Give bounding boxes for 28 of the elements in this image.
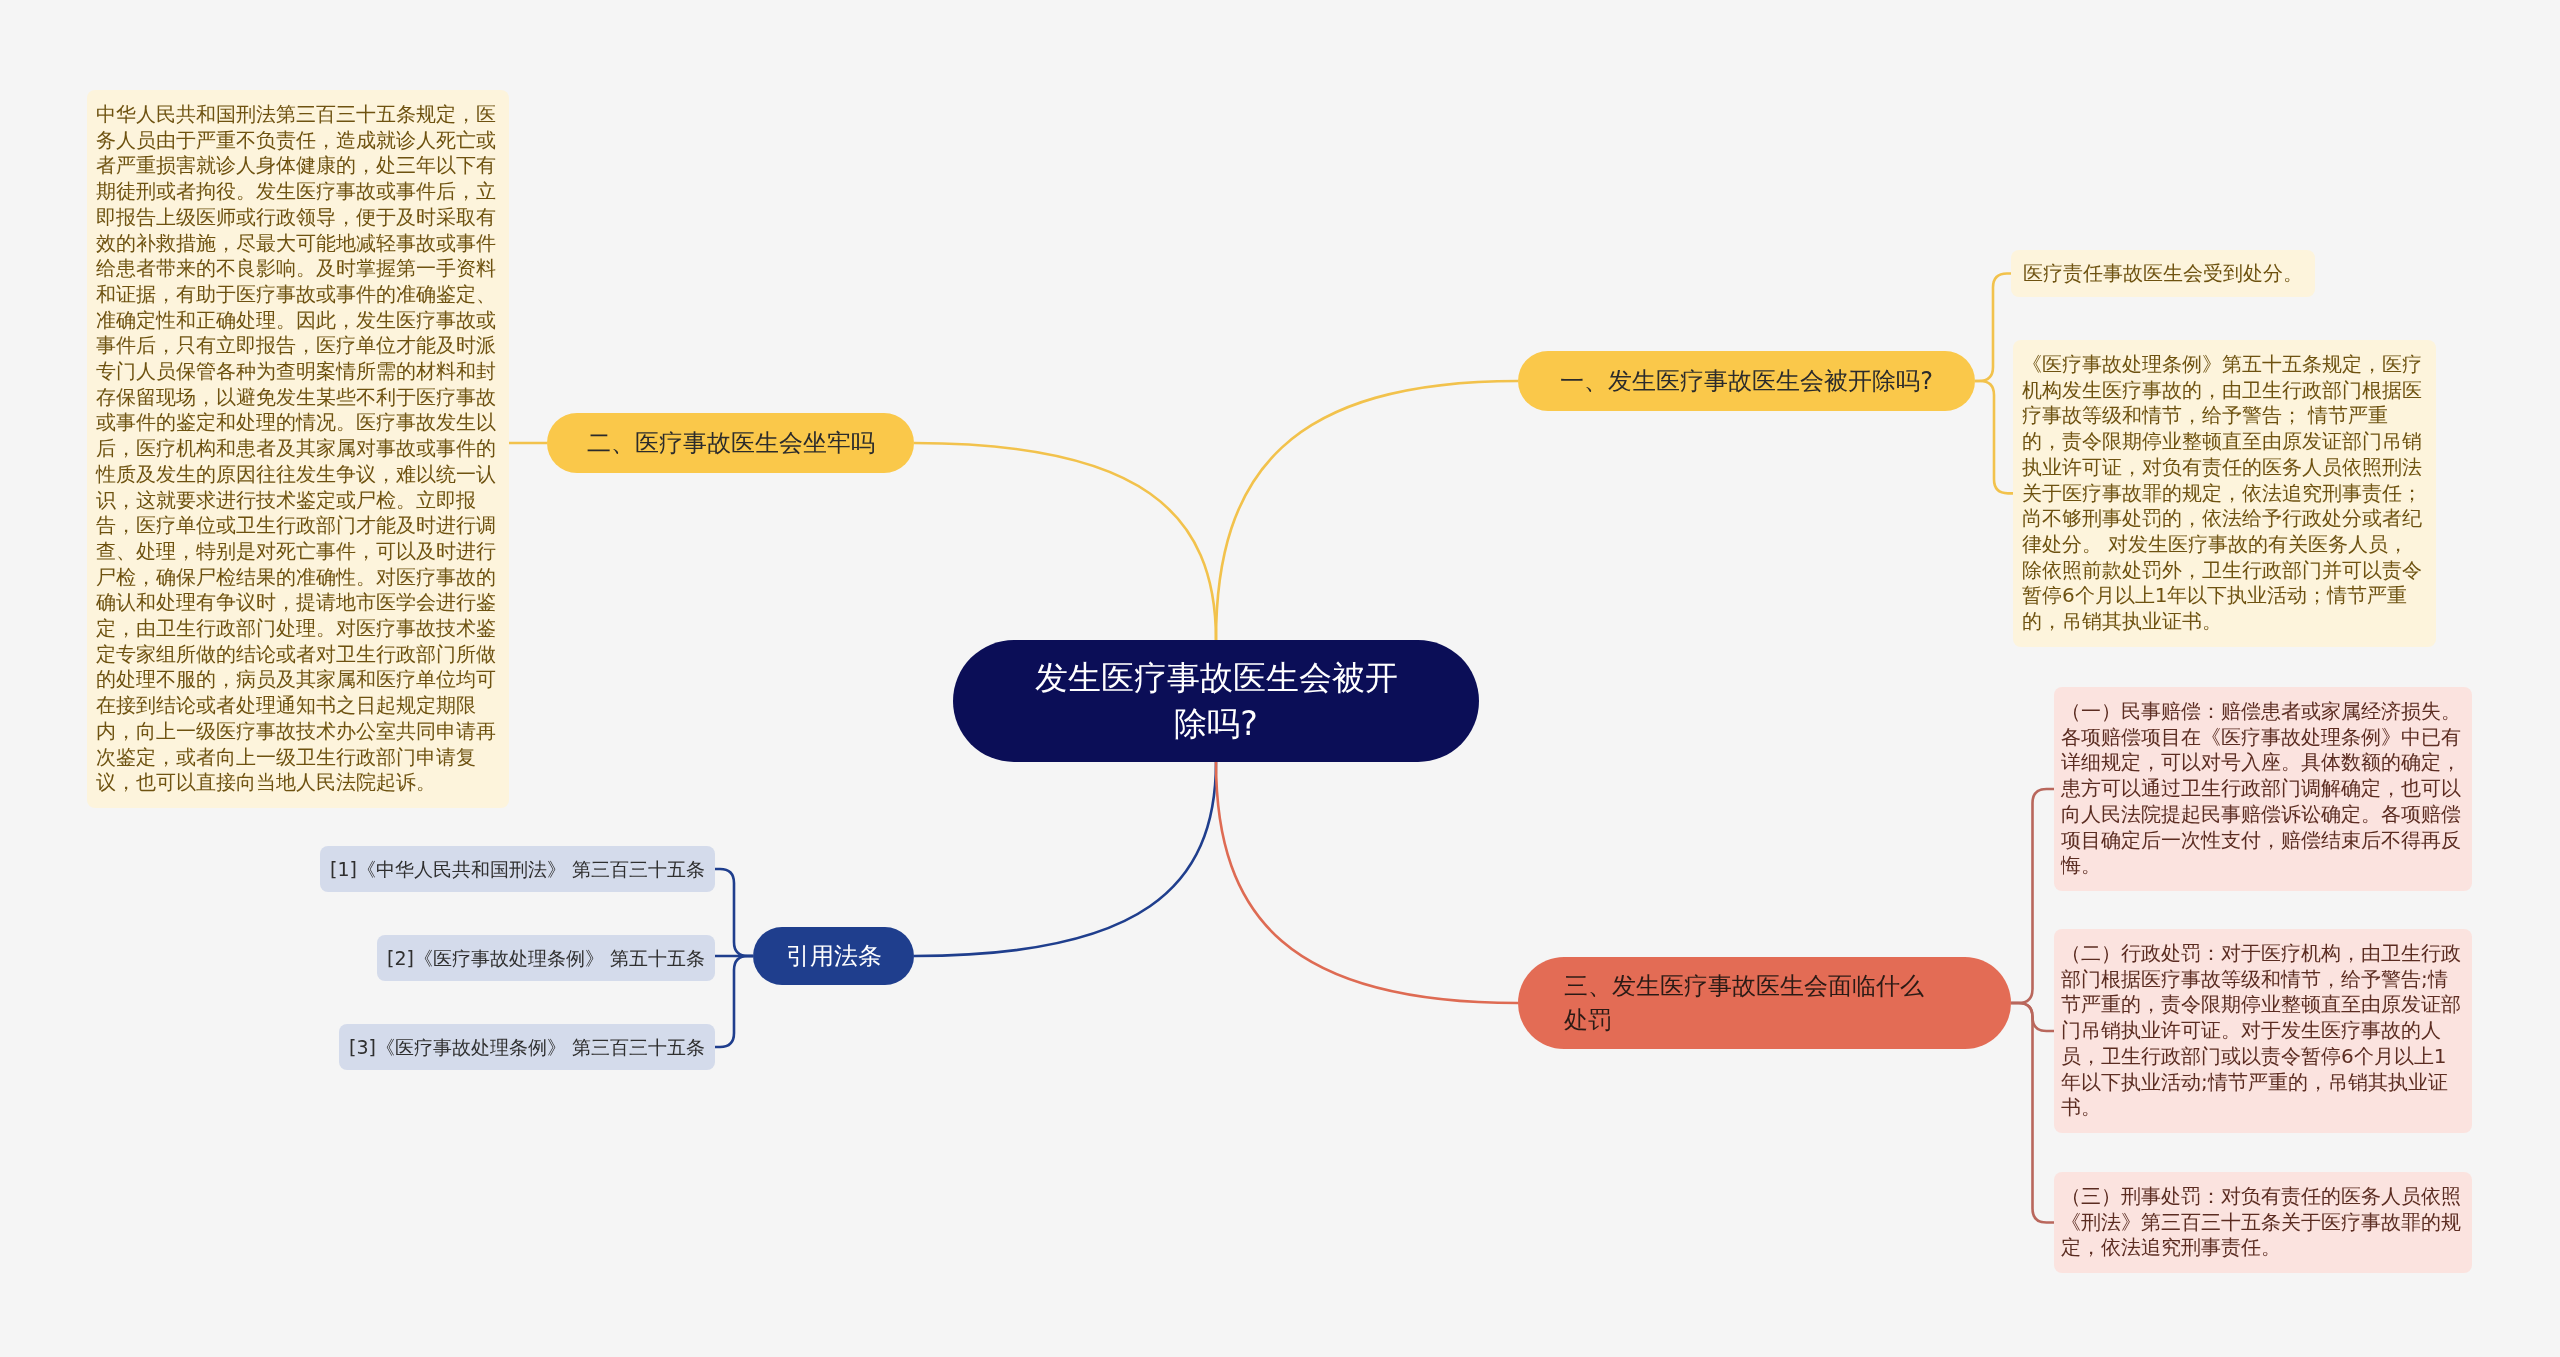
connector-line [509,441,547,445]
note-card [2011,250,2315,297]
note-text: （三）刑事处罚：对负有责任的医务人员依照《刑法》第三百三十五条关于医疗事故罪的规定，依法追究刑事责任。 [2061,1184,2462,1262]
branch-topic-text: 引用法条 [784,941,883,972]
connector-line [1214,761,1519,1005]
connector-line [913,441,1218,641]
branch-topic-text: 二、医疗事故医生会坐牢吗 [585,428,876,459]
reference-text: [3]《医疗事故处理条例》 第三百三十五条 [349,1035,705,1060]
note-card [2054,929,2472,1133]
connector-line [2011,1001,2054,1224]
branch-topic-text: 一、发生医疗事故医生会被开除吗? [1559,366,1934,397]
note-text: 医疗责任事故医生会受到处分。 [2023,260,2303,287]
branch-topic-pill [1518,351,1975,411]
reference-text: [2]《医疗事故处理条例》 第五十五条 [387,946,705,971]
reference-text: [1]《中华人民共和国刑法》 第三百三十五条 [330,857,705,882]
note-text: 中华人民共和国刑法第三百三十五条规定，医务人员由于严重不负责任，造成就诊人死亡或者严重损害就诊人身体健康的，处三年以下有期徒刑或者拘役。发生医疗事故或事件后，立即报告上级医师或行政领导，便于及时采取有效的补救措施，尽最大可能地减轻事故或事件给患者带来的不良影响。及时掌握第一手资料和证据，有助于医疗事故或事件的准确鉴定、准确定性和正确处理。因此，发生医疗事故或事件后，只有立即报告，医疗单位才能及时派专门人员保管各种为查明案情所需的材料和封存保留现场，以避免发生某些不利于医疗事故或事件的鉴定和处理的情况。医疗事故发生以后，医疗机构和患者及其家属对事故或事件的性质及发生的原因往往发生争议，难以统一认识，这就要求进行技术鉴定或尸检。立即报告，医疗单位或卫生行政部门才能及时进行调查、处理，特别是对死亡事件，可以及时进行尸检，确保尸检结果的准确性。对医疗事故的确认和处理有争议时，提请地市医学会进行鉴定，由卫生行政部门处理。对医疗事故技术鉴定专家组所做的结论或者对卫生行政部门所做的处理不服的，病员及其家属和医疗单位均可在接到结论或者处理通知书之日起规定期限内，向上一级医疗事故技术办公室共同申请再次鉴定，或者向上一级卫生行政部门申请复议，也可以直接向当地人民法院起诉。 [96,102,497,796]
branch-topic-text: 三、发生医疗事故医生会面临什么处罚 [1564,971,1925,1036]
reference-tag [320,846,715,892]
note-text: （二）行政处罚：对于医疗机构，由卫生行政部门根据医疗事故等级和情节，给予警告;情节严重的，责令限期停业整顿直至由原发证部门吊销执业许可证。对于发生医疗事故的人员，卫生行政部门或以责令暂停6个月以上1年以下执业活动;情节严重的，吊销其执业证书。 [2061,941,2462,1121]
reference-tag [377,935,715,981]
central-topic-text: 发生医疗事故医生会被开除吗? [1033,657,1399,745]
branch-topic-pill [547,413,914,473]
branch-topic-pill [753,927,914,985]
note-text: 《医疗事故处理条例》第五十五条规定，医疗机构发生医疗事故的，由卫生行政部门根据医疗事故等级和情节，给予警告； 情节严重的，责令限期停业整顿直至由原发证部门吊销执业许可证，对负有责任的医务人员依照刑法关于医疗事故罪的规定，依法追究刑事责任；尚不够刑事处罚的，依法给予行政处分或者纪律处分。 对发生医疗事故的有关医务人员，除依照前款处罚外，卫生行政部门并可以责令暂停6个月以上1年以下执业活动；情节严重的，吊销其执业证书。 [2022,352,2423,635]
note-card [2054,1172,2472,1274]
reference-tag [339,1024,715,1070]
note-text: （一）民事赔偿：赔偿患者或家属经济损失。各项赔偿项目在《医疗事故处理条例》中已有详细规定，可以对号入座。具体数额的确定，患方可以通过卫生行政部门调解确定，也可以向人民法院提起民事赔偿诉讼确定。各项赔偿项目确定后一次性支付，赔偿结束后不得再反悔。 [2061,699,2462,879]
note-card [2054,687,2472,891]
